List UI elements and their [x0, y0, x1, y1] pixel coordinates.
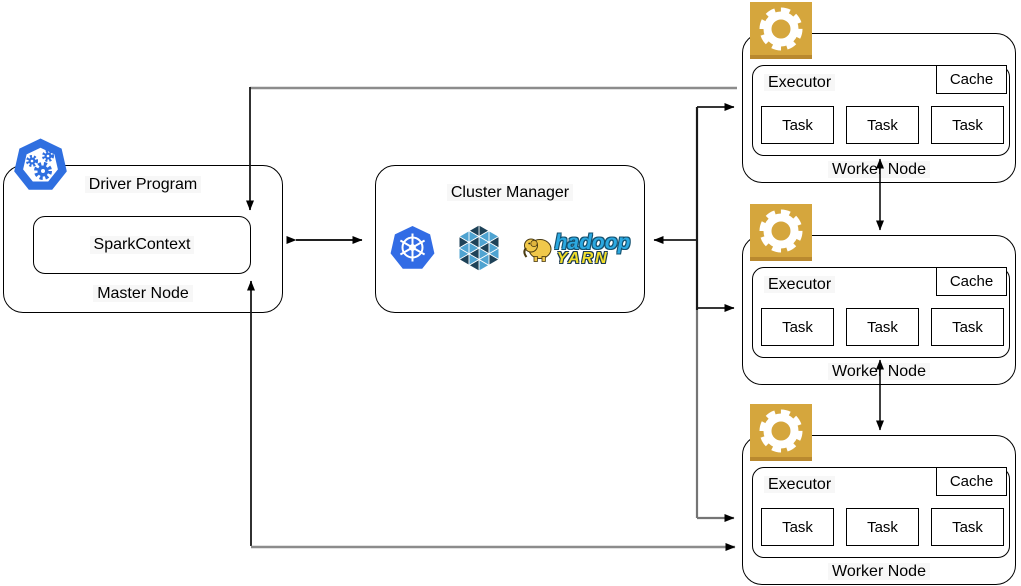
worker-node-title: Worker Node: [743, 363, 1015, 381]
worker-node-3-box: Executor Cache Task Task Task Worker Nod…: [742, 404, 1016, 585]
driver-gears-icon: [14, 138, 67, 190]
executor-label: Executor: [764, 74, 836, 91]
executor-box: Executor Cache Task Task Task: [752, 467, 1010, 558]
worker-node-1-box: Executor Cache Task Task Task Worker Nod…: [742, 2, 1016, 183]
task-box: Task: [761, 308, 834, 346]
cluster-manager-title: Cluster Manager: [376, 184, 644, 202]
cache-box: Cache: [936, 467, 1007, 496]
hadoop-wordmark-text: hadoop: [554, 230, 631, 254]
cache-label: Cache: [949, 473, 994, 490]
task-box: Task: [931, 308, 1004, 346]
task-label: Task: [952, 318, 983, 336]
yarn-wordmark: hadoop YARN: [555, 232, 631, 267]
gear-glyphs: [26, 150, 54, 180]
driver-program-label: Driver Program: [84, 176, 202, 193]
task-label: Task: [952, 518, 983, 536]
cache-box: Cache: [936, 267, 1007, 296]
worker-gear-icon: [750, 2, 812, 59]
executor-box: Executor Cache Task Task Task: [752, 65, 1010, 156]
task-label: Task: [782, 518, 813, 536]
worker-node-label: Worker Node: [828, 563, 930, 580]
driver-program-box: Driver Program SparkContext Master Node: [3, 165, 283, 313]
cache-label: Cache: [949, 71, 994, 88]
cluster-manager-box: Cluster Manager: [375, 165, 645, 313]
task-box: Task: [761, 106, 834, 144]
task-label: Task: [867, 518, 898, 536]
task-label: Task: [782, 116, 813, 134]
worker-node-2-box: Executor Cache Task Task Task Worker Nod…: [742, 204, 1016, 385]
spark-context-label: SparkContext: [89, 236, 195, 254]
cluster-manager-logos: hadoop YARN: [376, 224, 644, 272]
master-node-label: Master Node: [93, 285, 193, 302]
task-box: Task: [846, 308, 919, 346]
spark-context-box: SparkContext: [33, 216, 251, 274]
kubernetes-icon: [390, 225, 434, 269]
task-box: Task: [931, 106, 1004, 144]
mesos-icon: [458, 224, 499, 272]
task-label: Task: [782, 318, 813, 336]
worker-gear-icon: [750, 404, 812, 461]
task-label: Task: [867, 318, 898, 336]
executor-box: Executor Cache Task Task Task: [752, 267, 1010, 358]
master-node-title: Master Node: [4, 285, 282, 303]
cache-label: Cache: [949, 273, 994, 290]
task-box: Task: [846, 106, 919, 144]
worker-node-title: Worker Node: [743, 563, 1015, 581]
yarn-wordmark-text: YARN: [556, 249, 609, 267]
worker-gear-icon: [750, 204, 812, 261]
cluster-manager-label: Cluster Manager: [446, 184, 574, 201]
hadoop-elephant-icon: [522, 238, 552, 262]
worker-node-label: Worker Node: [828, 363, 930, 380]
task-label: Task: [867, 116, 898, 134]
worker-node-title: Worker Node: [743, 161, 1015, 179]
task-box: Task: [761, 508, 834, 546]
hadoop-yarn-logo: hadoop YARN: [522, 231, 631, 267]
executor-label: Executor: [764, 276, 836, 293]
executor-label: Executor: [764, 476, 836, 493]
task-box: Task: [846, 508, 919, 546]
driver-program-title: Driver Program: [4, 176, 282, 194]
task-box: Task: [931, 508, 1004, 546]
cache-box: Cache: [936, 65, 1007, 94]
worker-node-label: Worker Node: [828, 161, 930, 178]
task-label: Task: [952, 116, 983, 134]
